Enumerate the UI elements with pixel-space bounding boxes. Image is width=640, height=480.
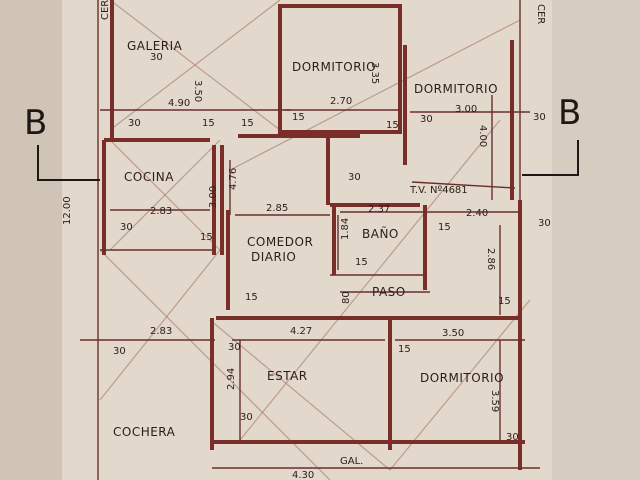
dim-12-00: 12.00 xyxy=(62,196,73,225)
section-label-left: B xyxy=(24,103,47,143)
dim-15-g: 15 xyxy=(355,257,368,268)
dim-4-27: 4.27 xyxy=(290,326,312,337)
paper-sheet xyxy=(62,0,552,480)
room-comedor: COMEDOR xyxy=(247,235,313,249)
dim-15-f: 15 xyxy=(438,222,451,233)
dim-4-00: 4.00 xyxy=(477,125,488,147)
dim-30-a: 30 xyxy=(128,118,141,129)
dim-3-50-dorm: 3.50 xyxy=(442,328,464,339)
dim-15-b: 15 xyxy=(241,118,254,129)
dim-15-j: 15 xyxy=(398,344,411,355)
annotations: T.V. Nº4681 CER CER xyxy=(100,0,546,196)
dim-3-00-v: 3.00 xyxy=(208,186,219,208)
section-marker-right: B xyxy=(522,93,581,176)
left-shadow xyxy=(0,0,62,480)
diagonal-hatch xyxy=(99,0,531,480)
dim-4-76: 4.76 xyxy=(228,168,239,190)
room-paso: PASO xyxy=(372,285,406,299)
dimension-lines xyxy=(80,0,540,480)
dim-2-70: 2.70 xyxy=(330,96,352,107)
cer-label-left: CER xyxy=(100,0,111,20)
room-galeria: GALERIA xyxy=(127,39,183,53)
dim-2-40: 2.40 xyxy=(466,208,488,219)
dim-30-j: 30 xyxy=(506,432,519,443)
walls xyxy=(102,0,525,470)
room-labels: GALERIA DORMITORIO DORMITORIO COCINA COM… xyxy=(113,39,504,467)
dim-30-h: 30 xyxy=(228,342,241,353)
dim-30-k: 30 xyxy=(150,52,163,63)
dim-2-83-cocina: 2.83 xyxy=(150,206,172,217)
dim-30-i: 30 xyxy=(240,412,253,423)
room-diario: DIARIO xyxy=(251,250,296,264)
dimension-values: 4.90 3.50 2.70 3.35 3.00 4.00 2.83 3.00 … xyxy=(62,52,551,480)
room-dormitorio-3: DORMITORIO xyxy=(420,371,504,385)
dim-30-g: 30 xyxy=(113,346,126,357)
dim-3-50: 3.50 xyxy=(192,80,203,102)
dim-30-d: 30 xyxy=(348,172,361,183)
dim-15-i: 15 xyxy=(498,296,511,307)
dim-3-00-top: 3.00 xyxy=(455,104,477,115)
dim-80: 80 xyxy=(341,291,352,304)
room-gal: GAL. xyxy=(340,456,363,467)
dim-30-e: 30 xyxy=(120,222,133,233)
dim-2-86: 2.86 xyxy=(485,248,496,270)
dim-15-c: 15 xyxy=(292,112,305,123)
dim-1-84: 1.84 xyxy=(340,218,351,240)
room-dormitorio-1: DORMITORIO xyxy=(292,60,376,74)
dim-4-90: 4.90 xyxy=(168,98,190,109)
dim-3-35: 3.35 xyxy=(369,62,380,84)
dim-15-d: 15 xyxy=(386,120,399,131)
dim-15-e: 15 xyxy=(200,232,213,243)
section-marker-left: B xyxy=(24,103,100,181)
dim-2-85: 2.85 xyxy=(266,203,288,214)
dim-15-h: 15 xyxy=(245,292,258,303)
dim-15-a: 15 xyxy=(202,118,215,129)
dim-30-f: 30 xyxy=(538,218,551,229)
room-bano: BAÑO xyxy=(362,226,399,241)
room-cocina: COCINA xyxy=(124,170,174,184)
cer-label-right: CER xyxy=(535,4,546,24)
room-dormitorio-2: DORMITORIO xyxy=(414,82,498,96)
tv-annotation: T.V. Nº4681 xyxy=(409,185,468,196)
room-cochera: COCHERA xyxy=(113,425,176,439)
dim-2-37: 2.37 xyxy=(368,204,390,215)
dim-30-b: 30 xyxy=(420,114,433,125)
dim-3-59: 3.59 xyxy=(489,390,500,412)
dim-2-83-cochera: 2.83 xyxy=(150,326,172,337)
room-estar: ESTAR xyxy=(267,369,308,383)
dim-4-30: 4.30 xyxy=(292,470,314,480)
dim-30-c: 30 xyxy=(533,112,546,123)
section-label-right: B xyxy=(558,93,581,133)
dim-2-94: 2.94 xyxy=(226,368,237,390)
